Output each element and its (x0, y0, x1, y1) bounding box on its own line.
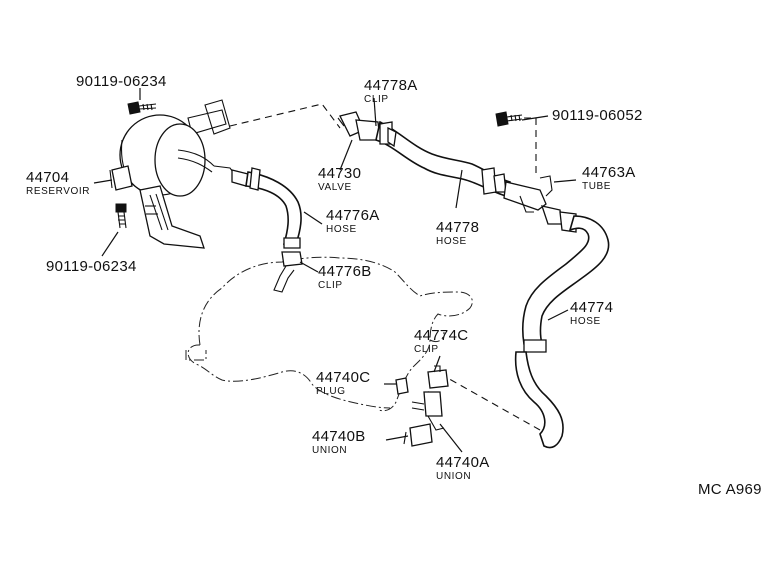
label-hose-776a: 44776A HOSE (326, 207, 380, 235)
label-bolt-res-top: 90119-06234 (76, 73, 167, 90)
part-name: RESERVOIR (26, 186, 90, 197)
hose-44776a (213, 165, 302, 249)
label-bolt-right: 90119-06052 (552, 107, 643, 124)
part-name: HOSE (326, 224, 357, 235)
part-name: CLIP (364, 94, 389, 105)
part-number: 44740C (316, 369, 370, 386)
label-reservoir: 44704 RESERVOIR (26, 169, 90, 197)
label-union-b: 44740B UNION (312, 428, 366, 456)
valve-44730 (337, 111, 381, 141)
part-number: 44774C (414, 327, 468, 344)
label-clip-776b: 44776B CLIP (318, 263, 372, 291)
part-number: 44704 (26, 169, 69, 186)
part-name: VALVE (318, 182, 352, 193)
leader-dashed-right (524, 117, 537, 176)
clip-44774c (427, 365, 449, 389)
part-name: UNION (312, 445, 347, 456)
hose-44774 (514, 215, 610, 449)
label-tube: 44763A TUBE (582, 164, 636, 192)
label-bolt-res-bottom: 90119-06234 (46, 258, 137, 275)
part-number: 44774 (570, 299, 613, 316)
label-clip-774c: 44774C CLIP (414, 327, 468, 355)
part-number: 44763A (582, 164, 636, 181)
part-name: HOSE (570, 316, 601, 327)
part-number: 90119-06234 (46, 258, 137, 275)
part-number: 90119-06052 (552, 107, 643, 124)
leader-dashed-top (229, 103, 341, 129)
tube-44763a (503, 175, 577, 233)
part-number: 44778A (364, 77, 418, 94)
part-name: CLIP (318, 280, 343, 291)
reservoir (109, 99, 231, 249)
part-number: 44778 (436, 219, 479, 236)
label-plug: 44740C PLUG (316, 369, 370, 397)
part-number: 44776A (326, 207, 380, 224)
label-hose-778: 44778 HOSE (436, 219, 479, 247)
label-hose-774: 44774 HOSE (570, 299, 613, 327)
part-name: HOSE (436, 236, 467, 247)
part-number: 44740A (436, 454, 490, 471)
plug-44740c (395, 377, 409, 395)
label-clip-a: 44778A CLIP (364, 77, 418, 105)
engine-outline (185, 256, 473, 412)
union-44740a (411, 391, 445, 431)
label-valve: 44730 VALVE (318, 165, 361, 193)
part-number: 90119-06234 (76, 73, 167, 90)
hose-44778 (375, 120, 511, 197)
part-number: 44740B (312, 428, 366, 445)
part-name: CLIP (414, 344, 439, 355)
clip-44776b (273, 251, 303, 293)
bolt-right-icon (495, 111, 523, 127)
leader-lines (93, 88, 577, 453)
part-name: TUBE (582, 181, 611, 192)
part-number: 44730 (318, 165, 361, 182)
part-name: UNION (436, 471, 471, 482)
part-number: 44776B (318, 263, 372, 280)
union-44740b (403, 423, 433, 447)
bolt-res-top-icon (127, 101, 157, 115)
diagram-code: MC A969 (698, 481, 762, 498)
label-union-a: 44740A UNION (436, 454, 490, 482)
part-name: PLUG (316, 386, 346, 397)
bolt-res-bottom-icon (115, 203, 127, 229)
